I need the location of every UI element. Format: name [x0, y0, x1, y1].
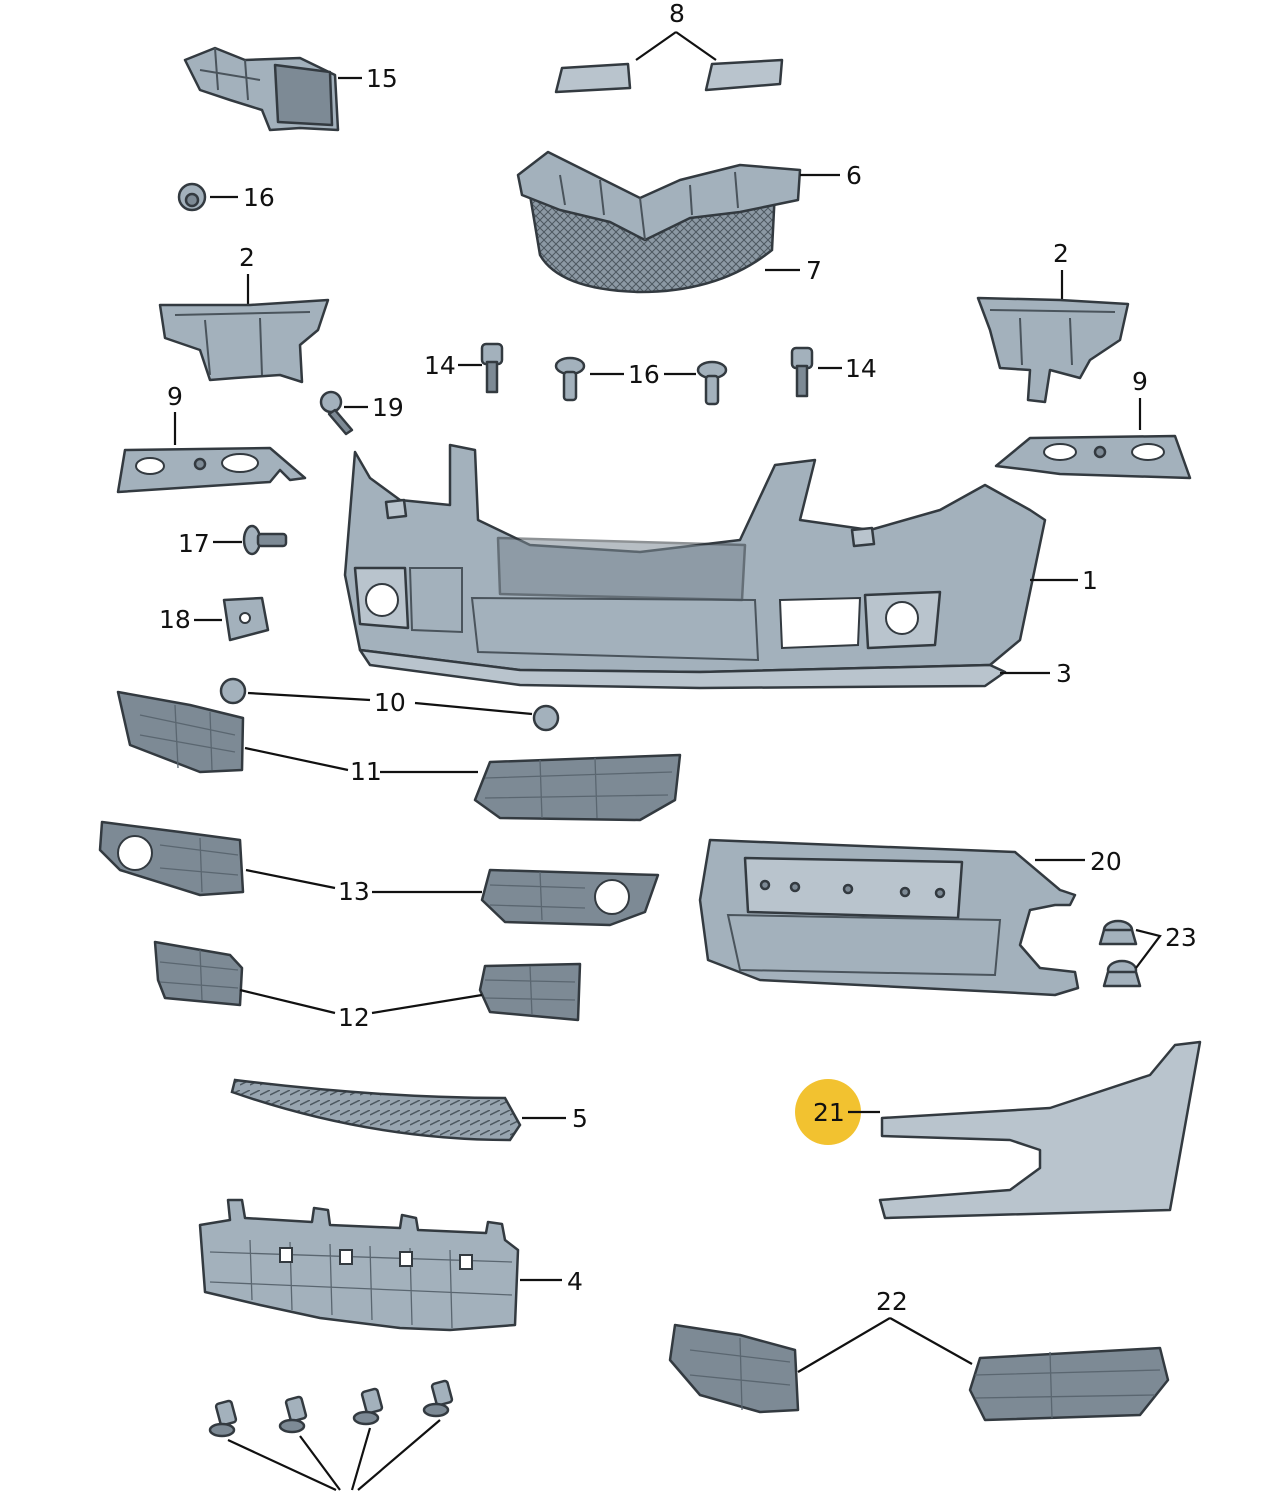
callout-2-left: 2 [239, 243, 255, 272]
callout-22: 22 [876, 1287, 908, 1316]
part-8-cap-left[interactable] [554, 62, 632, 94]
part-15-bracket[interactable] [183, 46, 340, 132]
callout-16-left: 16 [243, 183, 275, 212]
part-14-screw-left[interactable] [480, 342, 504, 394]
callout-10: 10 [374, 688, 406, 717]
part-11-grille-right[interactable] [473, 753, 682, 822]
part-16-clip-center-right[interactable] [696, 360, 728, 406]
callout-14-left: 14 [424, 351, 456, 380]
part-9-bracket-left[interactable] [116, 446, 307, 494]
callout-3: 3 [1056, 659, 1072, 688]
part-2-bracket-left[interactable] [158, 298, 330, 384]
callout-18: 18 [159, 605, 191, 634]
part-5-grille-strip[interactable] [230, 1078, 522, 1142]
part-2-bracket-right[interactable] [976, 296, 1130, 404]
part-22-grille-right[interactable] [968, 1346, 1170, 1422]
part-16-clip-center-left[interactable] [554, 356, 586, 402]
callout-6: 6 [846, 161, 862, 190]
part-8-cap-right[interactable] [704, 58, 784, 92]
callout-9-right: 9 [1132, 367, 1148, 396]
callout-7: 7 [806, 256, 822, 285]
clip-screw-1[interactable] [208, 1399, 238, 1438]
part-4-air-guide[interactable] [198, 1198, 520, 1332]
clip-screw-4[interactable] [422, 1379, 454, 1418]
part-21-side-panel[interactable] [878, 1040, 1202, 1220]
part-22-grille-left[interactable] [668, 1323, 800, 1414]
part-13-grille-left[interactable] [98, 820, 245, 897]
callout-12: 12 [338, 1003, 370, 1032]
part-17-screw[interactable] [242, 524, 288, 556]
part-10-clip-right[interactable] [532, 704, 560, 732]
part-20-lower-carrier[interactable] [698, 838, 1080, 997]
part-11-grille-left[interactable] [116, 690, 245, 774]
part-14-screw-right[interactable] [790, 346, 814, 398]
clip-screw-3[interactable] [352, 1387, 384, 1426]
part-10-clip-left[interactable] [219, 677, 247, 705]
callout-2-right: 2 [1053, 239, 1069, 268]
callout-17: 17 [178, 529, 210, 558]
callout-11: 11 [350, 757, 382, 786]
part-9-bracket-right[interactable] [994, 434, 1192, 480]
part-12-grille-left[interactable] [153, 940, 244, 1007]
callout-21: 21 [813, 1098, 845, 1127]
part-23-clip-bottom[interactable] [1102, 959, 1142, 988]
callout-15: 15 [366, 64, 398, 93]
part-1-bumper-cover[interactable] [343, 443, 1047, 674]
highlight-badge-21 [795, 1079, 861, 1145]
callout-4: 4 [567, 1267, 583, 1296]
part-19-screw[interactable] [319, 390, 354, 436]
callout-5: 5 [572, 1104, 588, 1133]
callout-19: 19 [372, 393, 404, 422]
part-6-grille-bracket[interactable] [516, 150, 802, 242]
part-23-clip-top[interactable] [1098, 919, 1138, 946]
clip-screw-2[interactable] [278, 1395, 308, 1434]
part-3-spoiler-lip[interactable] [358, 648, 1007, 690]
callout-14-right: 14 [845, 354, 877, 383]
callout-23: 23 [1165, 923, 1197, 952]
part-18-clip-nut[interactable] [222, 596, 270, 642]
callout-1: 1 [1082, 566, 1098, 595]
callout-20: 20 [1090, 847, 1122, 876]
callout-8: 8 [669, 0, 685, 28]
part-13-grille-right[interactable] [480, 868, 660, 927]
part-16-clip-left[interactable] [177, 182, 207, 212]
callout-9-left: 9 [167, 382, 183, 411]
part-12-grille-right[interactable] [478, 962, 582, 1022]
callout-13: 13 [338, 877, 370, 906]
callout-16-center: 16 [628, 360, 660, 389]
